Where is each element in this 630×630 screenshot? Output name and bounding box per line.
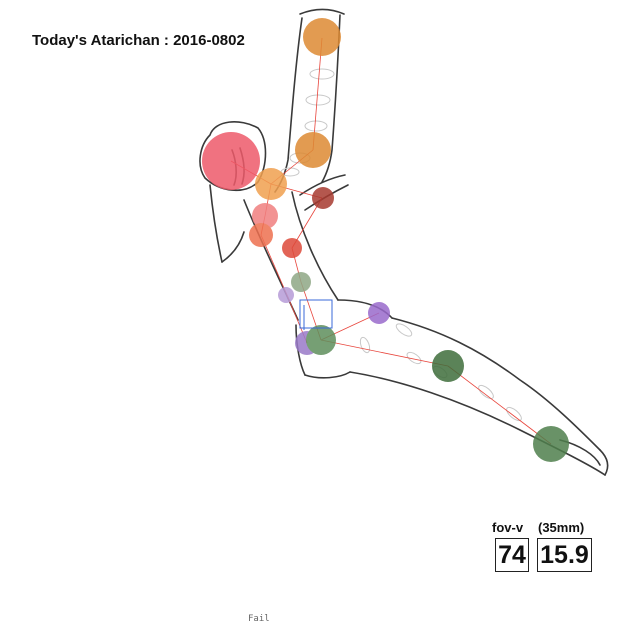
fov-35mm-label: (35mm) [538,520,585,535]
joint-foot[interactable] [533,426,569,462]
joint-hand-other[interactable] [312,187,334,209]
page-title: Today's Atarichan : 2016-0802 [32,32,245,49]
joint-hip-purple[interactable] [368,302,390,324]
joint-pelvis-left[interactable] [278,287,294,303]
fov-35mm-value[interactable]: 15.9 [537,538,592,572]
joint-hand-raised[interactable] [303,18,341,56]
joint-spine-upper[interactable] [249,223,273,247]
joint-head[interactable] [202,132,260,190]
joint-knee[interactable] [432,350,464,382]
fov-v-value[interactable]: 74 [495,538,529,572]
selection-box[interactable] [299,299,333,329]
skeleton-lines [230,37,552,445]
pose-joints [202,18,569,462]
fov-v-label: fov-v [492,520,524,535]
corner-tag: Fail [248,614,270,624]
joint-shoulder[interactable] [255,168,287,200]
joint-spine-mid[interactable] [282,238,302,258]
joint-hip-green[interactable] [306,325,336,355]
joint-waist[interactable] [291,272,311,292]
guide-rings [280,68,522,422]
joint-chest[interactable] [252,203,278,229]
joint-elbow-raised[interactable] [295,132,331,168]
